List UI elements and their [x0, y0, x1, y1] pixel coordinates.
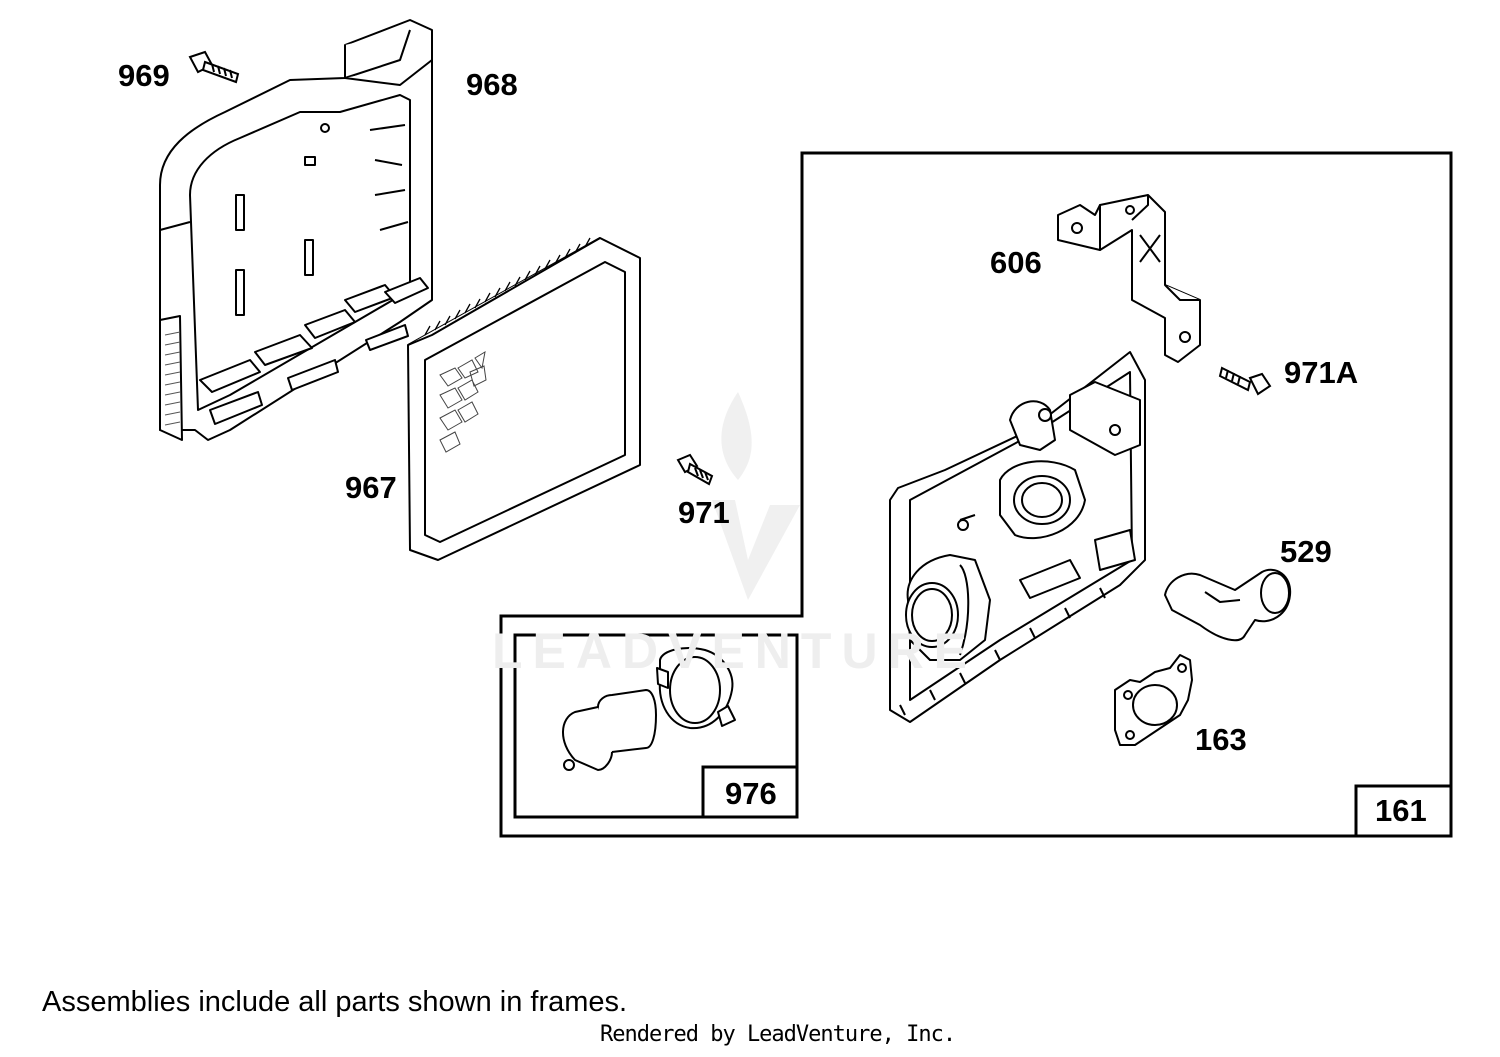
- part-968-grille: [164, 331, 181, 426]
- part-971a-screw: [1218, 366, 1272, 396]
- callout-967: 967: [345, 470, 397, 505]
- callout-968: 968: [466, 67, 518, 102]
- callout-971a: 971A: [1284, 355, 1359, 390]
- callout-976: 976: [725, 776, 777, 811]
- callout-161: 161: [1375, 793, 1427, 828]
- callout-606: 606: [990, 245, 1042, 280]
- rendered-by-credit: Rendered by LeadVenture, Inc.: [600, 1022, 956, 1047]
- frame-976: [513, 633, 799, 819]
- watermark-text: LEADVENTURE: [492, 623, 978, 679]
- callout-971: 971: [678, 495, 730, 530]
- callout-969: 969: [118, 58, 170, 93]
- assemblies-note: Assemblies include all parts shown in fr…: [42, 986, 628, 1018]
- watermark-logo: [712, 392, 800, 600]
- callout-163: 163: [1195, 722, 1247, 757]
- part-968-cover: [159, 19, 433, 441]
- part-967-pleats: [424, 237, 591, 336]
- part-969-screw: [188, 50, 240, 84]
- part-971-screw: [676, 453, 714, 486]
- part-161-base: [889, 351, 1146, 723]
- callout-529: 529: [1280, 534, 1332, 569]
- part-163-gasket: [1114, 654, 1193, 746]
- frame-161: [499, 151, 1453, 838]
- part-606-bracket: [1057, 194, 1201, 363]
- part-967-mesh: [439, 350, 487, 453]
- part-529-elbow: [1164, 568, 1292, 642]
- part-976-kit: [562, 647, 736, 771]
